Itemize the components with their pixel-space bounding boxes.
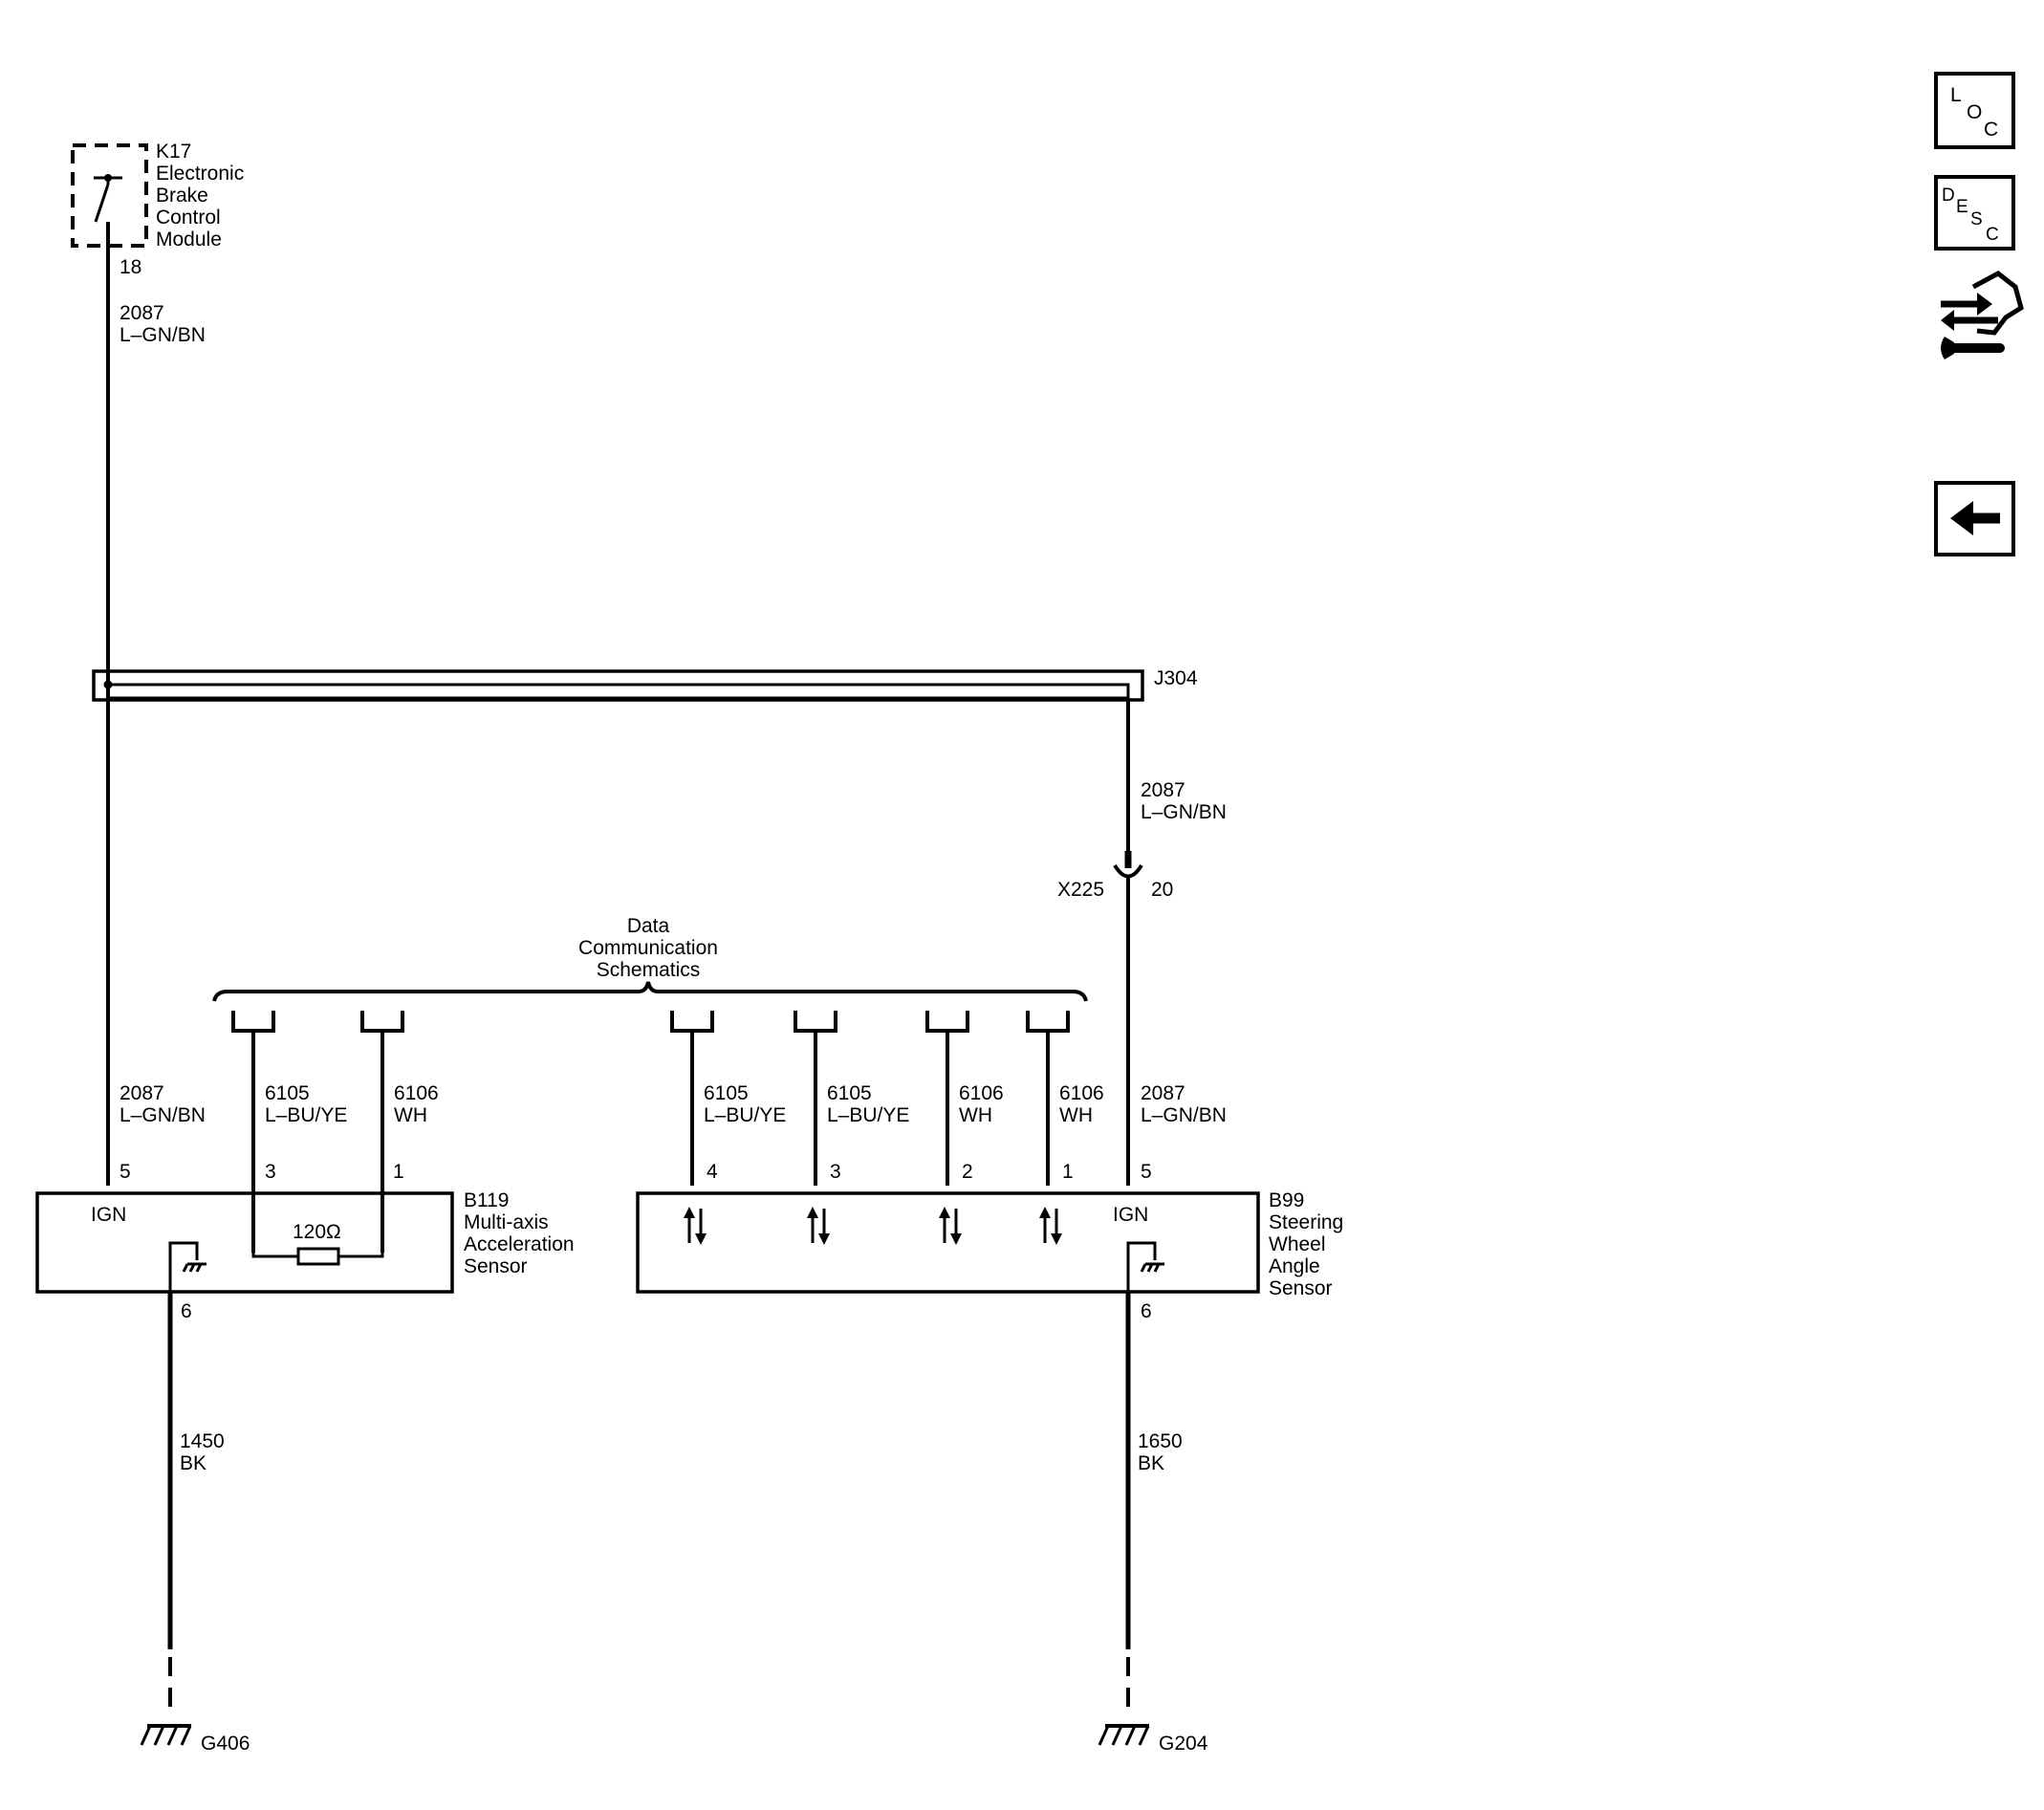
loc-icon: L O C <box>1950 84 1998 141</box>
b119-pin-5: 5 <box>120 1161 131 1183</box>
wire-b119-p5-color: L–GN/BN <box>120 1104 206 1126</box>
b99-pin-6: 6 <box>1141 1300 1152 1322</box>
wire-b99-p5-color: L–GN/BN <box>1141 1104 1227 1126</box>
wire-b99-p4-color: L–BU/YE <box>704 1104 786 1126</box>
wire-g406-circuit: 1450 <box>180 1430 225 1452</box>
x225-pin-20: 20 <box>1151 879 1173 901</box>
b99-module[interactable]: IGN B99 Steering Wheel Angle Sensor <box>636 1189 1343 1299</box>
datacomm-line-3: Schematics <box>597 959 701 981</box>
wire-b99-p3-circuit: 6105 <box>827 1082 872 1104</box>
wire-j304-circuit: 2087 <box>1141 779 1185 801</box>
k17-id: K17 <box>156 141 191 163</box>
wire-b99-p2-circuit: 6106 <box>959 1082 1004 1104</box>
wire-b99-p1-color: WH <box>1059 1104 1093 1126</box>
b119-name-line-2: Acceleration <box>464 1233 575 1255</box>
wire-b119-p5-circuit: 2087 <box>120 1082 164 1104</box>
g204-label: G204 <box>1159 1733 1208 1755</box>
datacomm-line-2: Communication <box>578 937 718 959</box>
b99-name-line-4: Sensor <box>1269 1277 1333 1299</box>
b119-module[interactable]: IGN 120Ω B119 Multi-axis Acceleration Se… <box>35 1189 575 1294</box>
svg-text:L: L <box>1950 84 1962 106</box>
wire-b99-p5-circuit: 2087 <box>1141 1082 1185 1104</box>
data-communication-link[interactable]: Data Communication Schematics <box>212 915 1088 1002</box>
wire-b99-p2-color: WH <box>959 1104 992 1126</box>
back-arrow-icon <box>1950 501 2000 535</box>
wire-b119-p3-circuit: 6105 <box>265 1082 310 1104</box>
x225-connector[interactable]: X225 20 <box>1057 851 1173 901</box>
g406-ground[interactable]: G406 <box>140 1724 250 1755</box>
svg-text:O: O <box>1967 101 1982 123</box>
b119-name-line-1: Multi-axis <box>464 1211 549 1233</box>
b99-ign-label: IGN <box>1113 1204 1148 1226</box>
b99-pin-1: 1 <box>1062 1161 1074 1183</box>
b119-pin-1: 1 <box>393 1161 404 1183</box>
b119-pin-3: 3 <box>265 1161 276 1183</box>
k17-pin-18: 18 <box>120 256 141 278</box>
svg-text:E: E <box>1956 197 1968 217</box>
wire-g406-color: BK <box>180 1452 207 1474</box>
desc-icon: D E S C <box>1942 185 1999 245</box>
j304-label: J304 <box>1154 667 1198 689</box>
b99-pin-3: 3 <box>830 1161 841 1183</box>
b99-name-line-3: Angle <box>1269 1255 1320 1277</box>
data-stubs <box>231 1011 1070 1033</box>
svg-text:D: D <box>1942 185 1955 206</box>
k17-name-line-3: Control <box>156 207 221 229</box>
g204-ground[interactable]: G204 <box>1098 1724 1208 1755</box>
b99-data-arrows <box>684 1207 1062 1245</box>
b99-pin-2: 2 <box>962 1161 973 1183</box>
connector-view-button[interactable] <box>1941 271 2024 360</box>
wire-b119-p3-color: L–BU/YE <box>265 1104 347 1126</box>
wire-b99-p1-circuit: 6106 <box>1059 1082 1104 1104</box>
wire-g204-color: BK <box>1138 1452 1164 1474</box>
b119-pin-6: 6 <box>181 1300 192 1322</box>
svg-text:C: C <box>1984 119 1998 141</box>
k17-module[interactable]: K17 Electronic Brake Control Module <box>71 141 244 251</box>
k17-name-line-1: Electronic <box>156 163 244 185</box>
j304-splice[interactable]: J304 <box>92 667 1198 702</box>
wire-b99-p4-circuit: 6105 <box>704 1082 749 1104</box>
b99-pin-4: 4 <box>707 1161 718 1183</box>
wire-k17-color: L–GN/BN <box>120 324 206 346</box>
b119-name-line-3: Sensor <box>464 1255 528 1277</box>
wire-k17-circuit: 2087 <box>120 302 164 324</box>
datacomm-line-1: Data <box>627 915 670 937</box>
b99-id: B99 <box>1269 1189 1304 1211</box>
svg-text:C: C <box>1986 225 1999 245</box>
connector-view-icon <box>1941 271 2024 360</box>
k17-name-line-2: Brake <box>156 185 208 207</box>
svg-text:S: S <box>1970 209 1983 229</box>
b119-resistor-value: 120Ω <box>293 1221 341 1243</box>
b119-ign-label: IGN <box>91 1204 126 1226</box>
k17-name-line-4: Module <box>156 229 222 251</box>
wire-b99-p3-color: L–BU/YE <box>827 1104 909 1126</box>
b99-name-line-1: Steering <box>1269 1211 1343 1233</box>
wire-j304-color: L–GN/BN <box>1141 801 1227 823</box>
wire-b119-p1-circuit: 6106 <box>394 1082 439 1104</box>
wire-g204-circuit: 1650 <box>1138 1430 1183 1452</box>
g406-label: G406 <box>201 1733 250 1755</box>
loc-button[interactable]: L O C <box>1934 72 2015 149</box>
back-button[interactable] <box>1934 481 2015 556</box>
b119-id: B119 <box>464 1189 510 1211</box>
b99-pin-5: 5 <box>1141 1161 1152 1183</box>
x225-label: X225 <box>1057 879 1104 901</box>
b99-name-line-2: Wheel <box>1269 1233 1326 1255</box>
desc-button[interactable]: D E S C <box>1934 175 2015 251</box>
wire-b119-p1-color: WH <box>394 1104 427 1126</box>
